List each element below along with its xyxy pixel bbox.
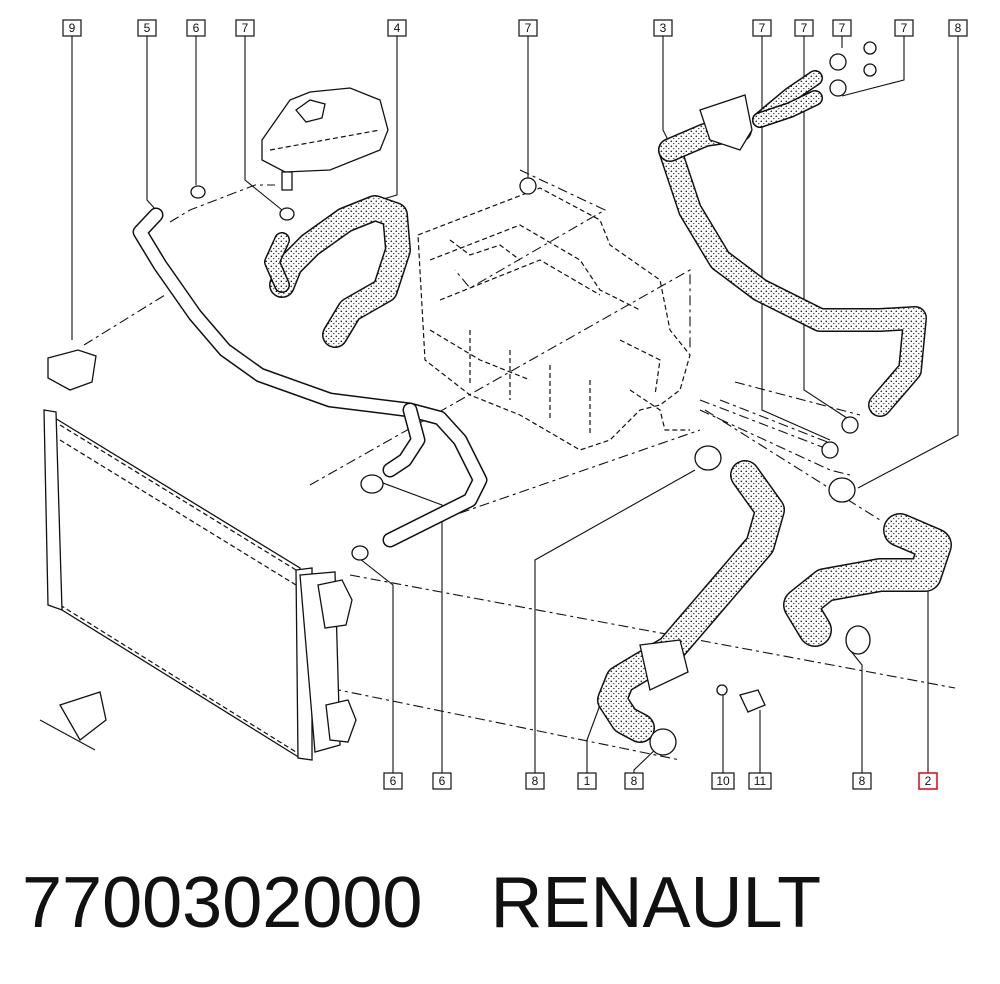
svg-text:8: 8 [955, 21, 962, 35]
hose-3 [658, 70, 927, 417]
svg-text:10: 10 [716, 774, 730, 788]
callout-6-top: 6 [186, 19, 206, 37]
svg-text:6: 6 [439, 774, 446, 788]
svg-text:6: 6 [193, 21, 200, 35]
callout-7-top-centre: 7 [518, 19, 538, 37]
clamp-9 [47, 349, 97, 391]
callout-7-top-left: 7 [235, 19, 255, 37]
svg-text:1: 1 [584, 774, 591, 788]
callout-11: 11 [748, 772, 772, 790]
svg-text:3: 3 [660, 21, 667, 35]
hose-2 [783, 513, 952, 647]
leader-lines [71, 36, 959, 782]
callout-8-bottom-c: 8 [852, 772, 872, 790]
callout-7-top-a: 7 [752, 19, 772, 37]
svg-text:7: 7 [901, 21, 908, 35]
callout-9: 9 [62, 19, 82, 37]
engine-block [417, 187, 691, 451]
expansion-tank [261, 87, 389, 191]
svg-text:5: 5 [144, 21, 151, 35]
svg-text:8: 8 [859, 774, 866, 788]
radiator [43, 409, 357, 761]
callout-7-top-b: 7 [794, 19, 814, 37]
callout-7-top-c: 7 [832, 19, 852, 37]
callout-2-highlighted: 2 [918, 772, 938, 790]
callout-8-top: 8 [948, 19, 968, 37]
callout-3: 3 [653, 19, 673, 37]
svg-text:6: 6 [390, 774, 397, 788]
part-caption: 7700302000 RENAULT [22, 858, 821, 948]
part-number: 7700302000 [22, 863, 423, 943]
clamps [39, 41, 877, 756]
svg-text:8: 8 [532, 774, 539, 788]
svg-text:2: 2 [925, 774, 932, 788]
svg-text:9: 9 [69, 21, 76, 35]
svg-text:8: 8 [631, 774, 638, 788]
hose-4 [264, 195, 411, 348]
callout-6-bottom-right: 6 [432, 772, 452, 790]
callout-10: 10 [711, 772, 735, 790]
hose-5 [132, 207, 488, 548]
callout-4: 4 [387, 19, 407, 37]
callout-8-bottom-a: 8 [525, 772, 545, 790]
svg-text:11: 11 [754, 774, 767, 788]
brand-name: RENAULT [490, 863, 822, 943]
hose-1 [597, 460, 785, 743]
callout-1: 1 [577, 772, 597, 790]
callout-5: 5 [137, 19, 157, 37]
svg-text:7: 7 [525, 21, 532, 35]
cooling-hose-exploded-diagram: 9 5 6 7 4 7 3 7 7 7 7 8 6 6 8 1 8 10 11 … [39, 19, 968, 790]
callout-6-bottom-left: 6 [383, 772, 403, 790]
svg-text:7: 7 [801, 21, 808, 35]
callout-7-top-d: 7 [894, 19, 914, 37]
callout-8-bottom-b: 8 [624, 772, 644, 790]
svg-text:7: 7 [759, 21, 766, 35]
svg-text:4: 4 [394, 21, 401, 35]
svg-text:7: 7 [839, 21, 846, 35]
alignment-lines [83, 169, 956, 761]
svg-text:7: 7 [242, 21, 249, 35]
